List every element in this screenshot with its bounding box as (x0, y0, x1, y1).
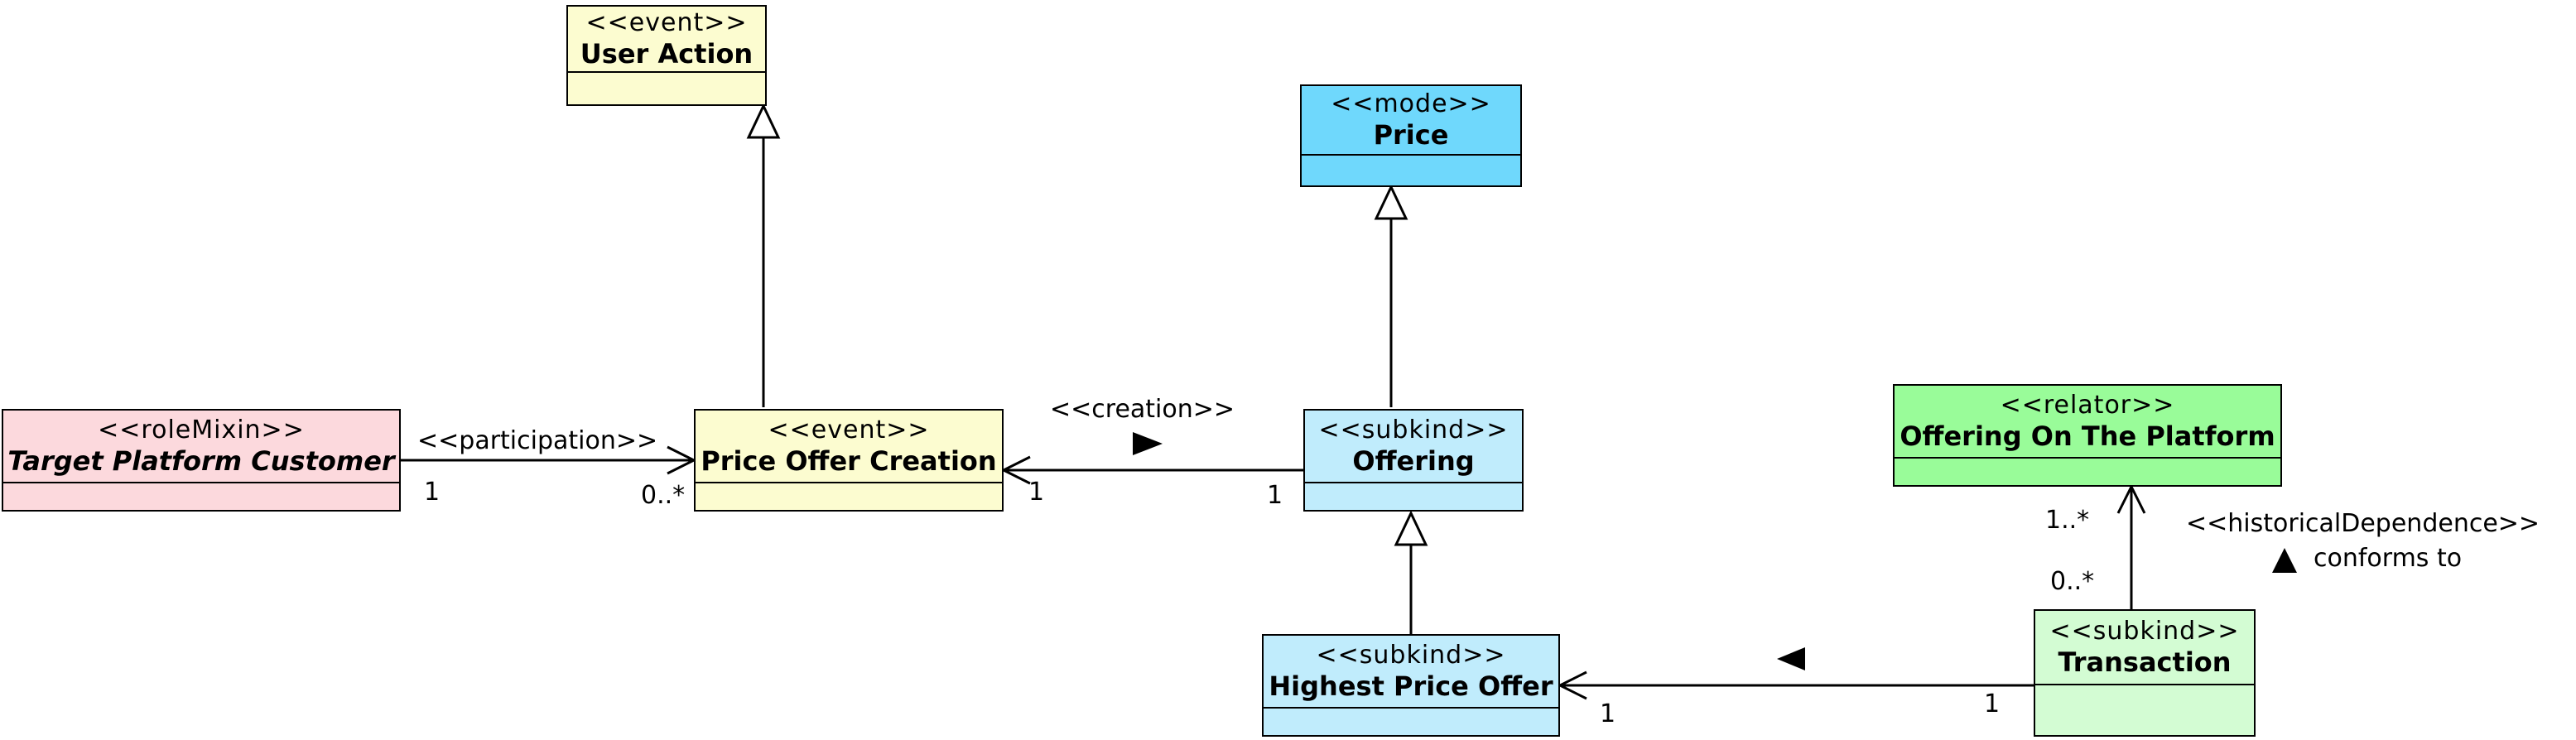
stereotype-label: <<subkind>> (2049, 617, 2240, 646)
generalization-arrowhead-useraction (746, 103, 781, 139)
association-arrow-creation (1000, 455, 1031, 485)
class-name: Offering On The Platform (1899, 420, 2275, 452)
association-label-creation: <<creation>> (1050, 395, 1235, 424)
class-header: <<subkind>> Highest Price Offer (1264, 636, 1558, 709)
reading-direction-transaction-icon (1777, 647, 1805, 670)
multiplicity-historical-source: 0..* (2050, 567, 2095, 596)
generalization-arrowhead-price (1374, 184, 1408, 220)
multiplicity-transaction-offer-source: 1 (1984, 690, 2001, 718)
class-attributes (1302, 156, 1520, 185)
stereotype-label: <<relator>> (2000, 391, 2175, 420)
class-name: Highest Price Offer (1269, 670, 1553, 702)
class-attributes (696, 483, 1002, 510)
association-role-conforms-to: conforms to (2314, 544, 2463, 573)
stereotype-label: <<mode>> (1331, 89, 1491, 118)
multiplicity-participation-source: 1 (424, 478, 441, 507)
class-header: <<event>> User Action (568, 7, 765, 73)
class-attributes (568, 73, 765, 104)
class-highest-price-offer[interactable]: <<subkind>> Highest Price Offer (1262, 634, 1560, 737)
class-header: <<subkind>> Transaction (2035, 611, 2254, 685)
class-price-offer-creation[interactable]: <<event>> Price Offer Creation (694, 409, 1004, 512)
stereotype-label: <<event>> (585, 8, 748, 37)
multiplicity-creation-source: 1 (1267, 481, 1283, 510)
class-name: Transaction (2058, 646, 2232, 678)
class-header: <<mode>> Price (1302, 86, 1520, 156)
reading-direction-creation-icon (1133, 432, 1163, 455)
class-name: User Action (580, 38, 754, 70)
class-attributes (1305, 483, 1522, 510)
multiplicity-participation-target: 0..* (641, 481, 686, 510)
class-header: <<subkind>> Offering (1305, 411, 1522, 483)
class-header: <<roleMixin>> Target Platform Customer (3, 411, 399, 483)
multiplicity-creation-target: 1 (1028, 478, 1045, 507)
class-name: Price (1373, 119, 1449, 151)
class-attributes (3, 483, 399, 510)
stereotype-label: <<subkind>> (1316, 641, 1506, 670)
class-price[interactable]: <<mode>> Price (1300, 84, 1522, 187)
multiplicity-transaction-offer-target: 1 (1600, 699, 1616, 728)
stereotype-label: <<subkind>> (1318, 416, 1509, 444)
class-name: Offering (1352, 445, 1475, 477)
class-name: Price Offer Creation (701, 445, 997, 477)
class-name: Target Platform Customer (7, 445, 395, 477)
association-arrow-transaction-offer (1557, 670, 1587, 700)
class-user-action[interactable]: <<event>> User Action (566, 5, 767, 106)
class-transaction[interactable]: <<subkind>> Transaction (2034, 609, 2256, 737)
association-arrow-historical-dependence (2116, 483, 2146, 514)
reading-direction-historical-icon (2272, 548, 2297, 573)
association-label-historical-dependence: <<historicalDependence>> (2186, 509, 2540, 538)
class-attributes (2035, 685, 2254, 735)
generalization-arrowhead-offering (1394, 510, 1428, 546)
class-offering-on-the-platform[interactable]: <<relator>> Offering On The Platform (1893, 384, 2282, 487)
class-attributes (1264, 709, 1558, 735)
class-header: <<relator>> Offering On The Platform (1895, 386, 2280, 459)
class-header: <<event>> Price Offer Creation (696, 411, 1002, 483)
stereotype-label: <<event>> (768, 416, 930, 444)
stereotype-label: <<roleMixin>> (98, 416, 305, 444)
multiplicity-historical-target: 1..* (2045, 506, 2090, 535)
class-attributes (1895, 459, 2280, 485)
class-target-platform-customer[interactable]: <<roleMixin>> Target Platform Customer (2, 409, 401, 512)
association-label-participation: <<participation>> (417, 426, 658, 455)
class-offering[interactable]: <<subkind>> Offering (1303, 409, 1524, 512)
